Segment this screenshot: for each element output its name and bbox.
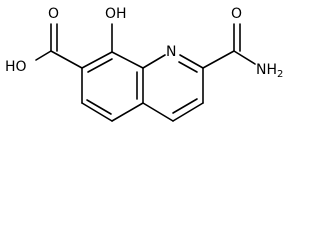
bond-c4a-c5 (111, 102, 144, 122)
amide-nh2-label: NH2 (256, 62, 283, 80)
bond-c2-conh2 (202, 50, 235, 69)
bond-c7-c8 (81, 51, 113, 69)
bond-c5-c6 (81, 102, 113, 122)
amide-oxygen-label: O (231, 6, 242, 22)
bond-c7-cooh (50, 50, 83, 69)
ring-nitrogen-label: N (166, 44, 176, 60)
bond-c8a-n1 (142, 54, 166, 69)
bond-n1-c2 (179, 54, 204, 69)
bond-c7-c8-inner (87, 58, 113, 73)
acid-hydroxyl-label: HO (5, 59, 27, 75)
molecule-structure: OH HO O N O NH2 (5, 6, 283, 122)
bond-c4-c4a (142, 102, 174, 122)
bond-conh2-n (233, 50, 256, 65)
bond-cooh-oh (35, 50, 52, 61)
amide-subscript: 2 (277, 69, 283, 80)
bond-n1-c2-inner (178, 61, 198, 73)
acid-oxygen-label: O (48, 6, 59, 22)
bond-c3-c4 (172, 102, 204, 122)
bond-c5-c6-inner (86, 99, 112, 115)
amide-nh-text: NH (256, 62, 277, 78)
bond-c8-c8a (111, 51, 144, 69)
hydroxyl-label: OH (105, 6, 127, 22)
bond-c3-c4-inner (172, 98, 198, 114)
